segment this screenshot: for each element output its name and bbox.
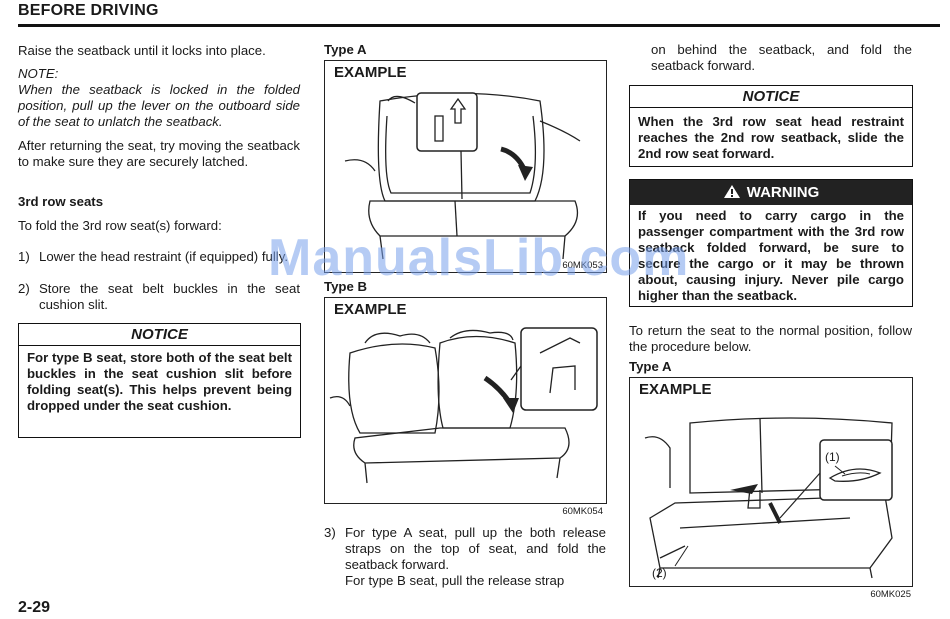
seat-illustration-a bbox=[344, 92, 581, 260]
warning-triangle-icon bbox=[723, 185, 740, 198]
figure-example-label: EXAMPLE bbox=[334, 301, 407, 318]
list-item: 2) Store the seat belt buckles in the se… bbox=[18, 281, 300, 313]
type-a-label: Type A bbox=[324, 42, 367, 57]
header-rule bbox=[18, 24, 940, 27]
figure-example-label: EXAMPLE bbox=[334, 64, 407, 81]
paragraph-to-fold: To fold the 3rd row seat(s) forward: bbox=[18, 218, 222, 233]
list-number: 3) bbox=[324, 525, 336, 540]
seat-illustration-b bbox=[329, 327, 598, 484]
warning-box: WARNING If you need to carry cargo in th… bbox=[629, 179, 913, 307]
section-header: BEFORE DRIVING bbox=[18, 2, 159, 19]
figure-code: 60MK053 bbox=[562, 260, 603, 271]
notice-box: NOTICE For type B seat, store both of th… bbox=[18, 323, 301, 438]
list-text: Store the seat belt buckles in the seat … bbox=[39, 281, 300, 312]
type-a-label: Type A bbox=[629, 359, 672, 374]
page-number: 2-29 bbox=[18, 599, 51, 616]
warning-title: WARNING bbox=[746, 184, 820, 201]
notice-text: For type B seat, store both of the seat … bbox=[27, 350, 292, 413]
note-label: NOTE: bbox=[18, 66, 59, 81]
watermark: ManualsLib.com bbox=[268, 229, 690, 287]
figure-code: 60MK025 bbox=[870, 589, 911, 600]
list-text: For type A seat, pull up the both releas… bbox=[345, 525, 606, 572]
paragraph-raise-seatback: Raise the seatback until it locks into p… bbox=[18, 43, 266, 58]
list-text: Lower the head restraint (if equipped) f… bbox=[39, 249, 288, 264]
figure-example-label: EXAMPLE bbox=[639, 381, 712, 398]
continuation-text: on behind the seatback, and fold the sea… bbox=[651, 42, 912, 73]
figure-code: 60MK054 bbox=[562, 506, 603, 517]
notice-title: NOTICE bbox=[19, 324, 300, 346]
notice-title: NOTICE bbox=[630, 86, 912, 108]
list-text-continued: For type B seat, pull the release strap bbox=[345, 573, 565, 588]
paragraph-return-seat: To return the seat to the normal positio… bbox=[629, 323, 912, 354]
notice-text: When the 3rd row seat head restraint rea… bbox=[638, 114, 904, 161]
figure-type-b: EXAMPLE 60MK054 bbox=[324, 297, 607, 517]
type-b-label: Type B bbox=[324, 279, 367, 294]
list-item: 1) Lower the head restraint (if equipped… bbox=[18, 249, 300, 265]
list-item: 3) For type A seat, pull up the both rel… bbox=[324, 525, 606, 589]
warning-text: If you need to carry cargo in the passen… bbox=[638, 208, 904, 303]
warning-title-bar: WARNING bbox=[630, 180, 912, 205]
list-number: 1) bbox=[18, 249, 30, 264]
notice-box: NOTICE When the 3rd row seat head restra… bbox=[629, 85, 913, 167]
list-number: 2) bbox=[18, 281, 30, 296]
figure-return-type-a: EXAMPLE (1) (2) 60MK025 bbox=[629, 377, 913, 600]
callout-1: (1) bbox=[825, 450, 840, 464]
note-text: When the seatback is locked in the folde… bbox=[18, 82, 300, 129]
figure-type-a: EXAMPLE 60MK053 bbox=[324, 60, 607, 273]
callout-2: (2) bbox=[652, 566, 667, 580]
seat-illustration-c bbox=[644, 417, 893, 579]
subheading-3rd-row: 3rd row seats bbox=[18, 194, 104, 209]
paragraph-after-returning: After returning the seat, try moving the… bbox=[18, 138, 300, 169]
